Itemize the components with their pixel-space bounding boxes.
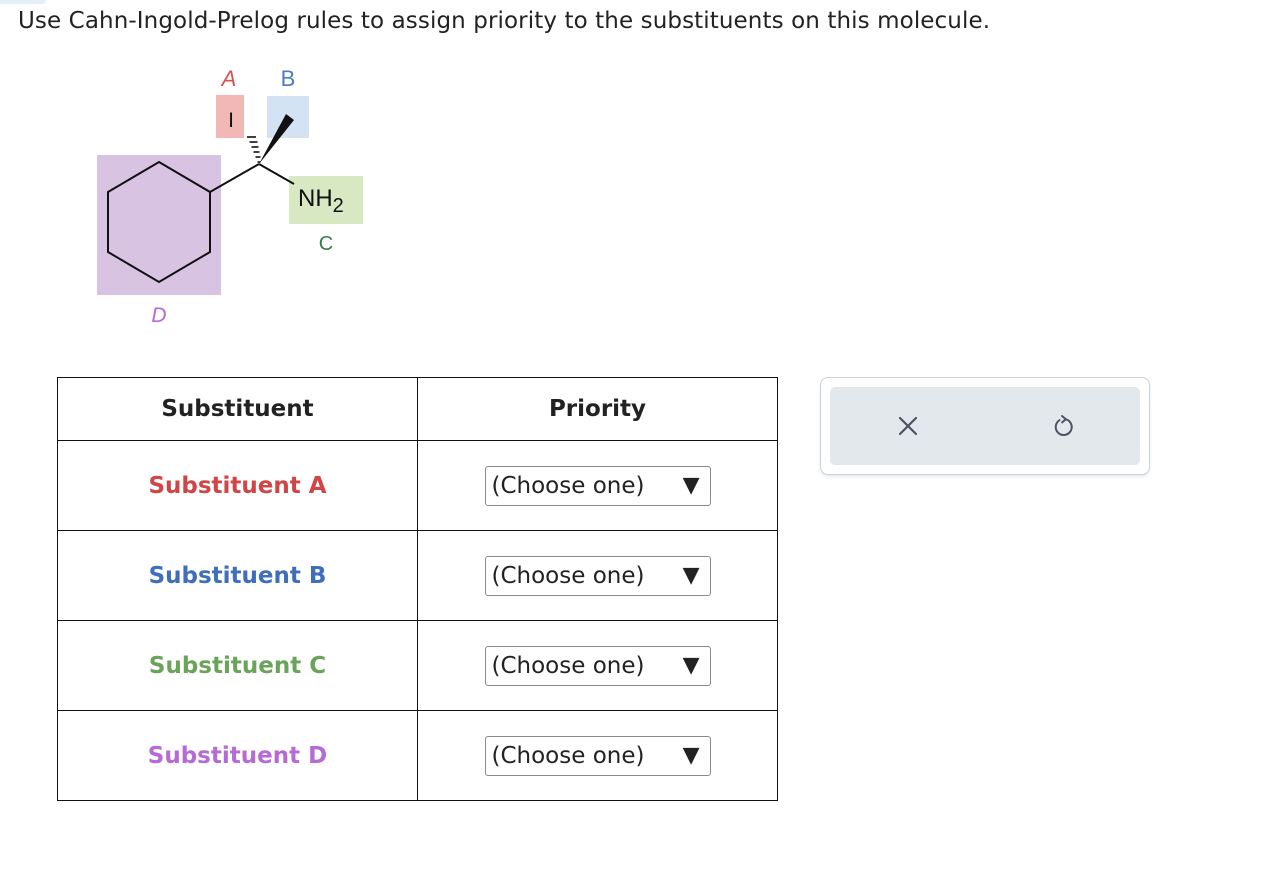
iodine-atom: I [228,109,234,132]
amine-subscript: 2 [333,195,344,217]
undo-icon [1054,415,1073,436]
answer-tools-bar [830,387,1140,465]
table-row: Substituent D (Choose one) ▼ [57,710,778,801]
substituent-b-label: Substituent B [148,562,327,589]
substituent-c-highlight [289,176,363,224]
priority-cell: (Choose one) ▼ [417,440,778,531]
amine-bond [258,163,295,185]
table-row: Substituent C (Choose one) ▼ [57,620,778,711]
priority-cell: (Choose one) ▼ [417,710,778,801]
label-a: A [220,66,237,91]
dropdown-arrow-icon: ▼ [682,742,700,768]
priority-table-container: Substituent Priority Substituent A (Choo… [57,377,778,801]
molecule-diagram: I NH2 A B C D [0,0,420,340]
substituent-a-highlight [216,95,244,138]
table-row: Substituent B (Choose one) ▼ [57,530,778,621]
dropdown-arrow-icon: ▼ [682,652,700,678]
label-c: C [319,233,333,255]
hashed-wedge-bond [247,136,261,163]
top-accent-bar [0,0,46,4]
substituent-cell: Substituent C [57,620,418,711]
priority-select-b[interactable]: (Choose one) ▼ [484,555,711,596]
dropdown-arrow-icon: ▼ [682,472,700,498]
priority-select-c[interactable]: (Choose one) ▼ [484,645,711,686]
priority-select-a[interactable]: (Choose one) ▼ [484,465,711,506]
priority-cell: (Choose one) ▼ [417,620,778,711]
ring-bond [209,163,260,193]
select-value: (Choose one) [491,742,645,769]
close-icon [898,416,917,436]
question-text: Use Cahn-Ingold-Prelog rules to assign p… [18,8,991,34]
priority-cell: (Choose one) ▼ [417,530,778,621]
priority-select-d[interactable]: (Choose one) ▼ [484,735,711,776]
substituent-d-label: Substituent D [147,742,328,769]
table-header-row: Substituent Priority [57,377,778,441]
substituent-a-label: Substituent A [148,472,327,499]
substituent-cell: Substituent A [57,440,418,531]
amine-main: NH [298,185,333,212]
select-value: (Choose one) [491,652,645,679]
substituent-cell: Substituent D [57,710,418,801]
substituent-cell: Substituent B [57,530,418,621]
reset-button[interactable] [1043,406,1083,446]
table-row: Substituent A (Choose one) ▼ [57,440,778,531]
clear-button[interactable] [888,406,928,446]
label-d: D [151,304,166,327]
header-substituent: Substituent [57,377,418,441]
answer-tools-panel [820,377,1150,475]
select-value: (Choose one) [491,562,645,589]
header-priority: Priority [417,377,778,441]
substituent-d-highlight [97,155,221,295]
solid-wedge-bond [259,114,294,164]
amine-group: NH2 [298,185,344,217]
dropdown-arrow-icon: ▼ [682,562,700,588]
select-value: (Choose one) [491,472,645,499]
label-b: B [281,66,296,91]
substituent-c-label: Substituent C [148,652,327,679]
priority-table: Substituent Priority Substituent A (Choo… [57,377,778,801]
